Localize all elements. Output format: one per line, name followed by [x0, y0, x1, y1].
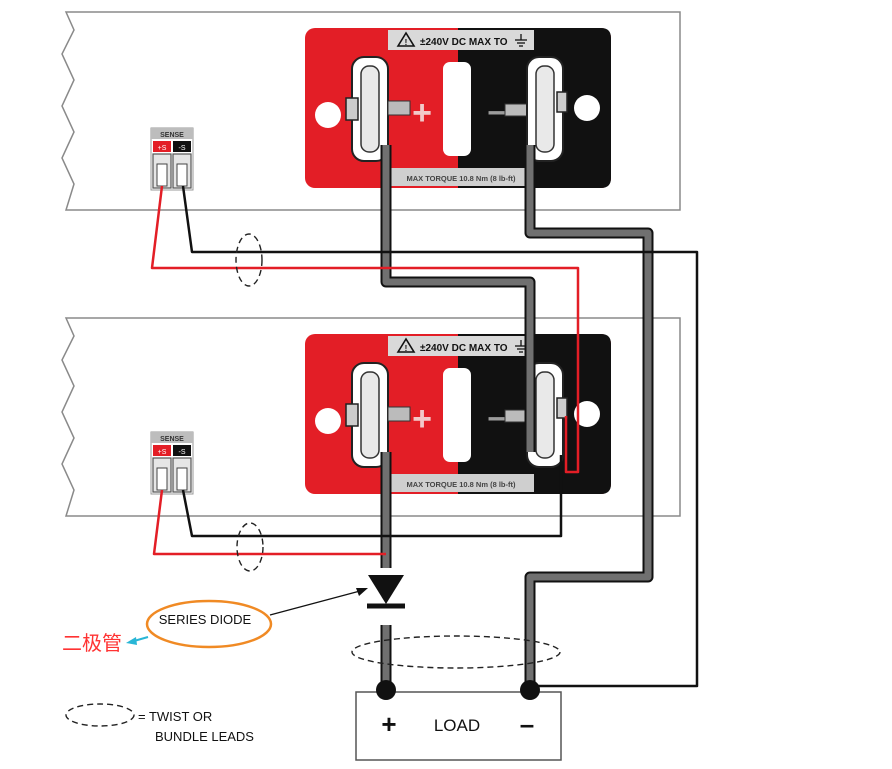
lower-sense-twist-marker: [236, 522, 264, 572]
upper-mount-hole-right: [574, 95, 600, 121]
upper-sense-connector: SENSE +S -S: [150, 127, 194, 191]
upper-center-slot: [443, 62, 471, 156]
negative-return-lead: [526, 145, 652, 690]
upper-positive-terminal: [345, 56, 411, 162]
lower-center-slot: [443, 368, 471, 462]
load-negative-terminal: [520, 680, 540, 700]
upper-torque-text: MAX TORQUE 10.8 Nm (8 lb-ft): [406, 174, 516, 183]
load-minus-sign: –: [520, 709, 534, 739]
load-plus-sign: +: [381, 709, 396, 739]
lower-mount-hole-left: [315, 408, 341, 434]
lower-positive-terminal: [345, 362, 411, 468]
diode-label-highlight: [145, 599, 273, 649]
lower-sense-minus-wire: [181, 455, 563, 538]
legend: = TWIST OR BUNDLE LEADS: [65, 703, 254, 744]
lower-torque-strip: [388, 474, 534, 492]
legend-line-1: = TWIST OR: [138, 709, 212, 724]
load-box: + LOAD –: [355, 680, 562, 761]
lower-warning-text: ±240V DC MAX TO: [420, 343, 508, 354]
diode-label: SERIES DIODE: [159, 612, 252, 627]
upper-power-supply-unit: ! ±240V DC MAX TO + –: [61, 11, 681, 211]
lower-minus-sign: –: [488, 398, 507, 436]
upper-sense-plus-wire: [150, 185, 580, 474]
lower-power-supply-unit: ! ±240V DC MAX TO + –: [61, 317, 681, 517]
legend-twist-symbol: [65, 703, 135, 727]
lower-torque-text: MAX TORQUE 10.8 Nm (8 lb-ft): [406, 480, 516, 489]
lower-sense-connector: SENSE +S -S: [150, 431, 194, 495]
upper-warning-text: ±240V DC MAX TO: [420, 37, 508, 48]
upper-sense-title: SENSE: [160, 132, 184, 139]
warning-triangle-icon: [396, 337, 416, 353]
diode-chinese-annotation: 二极管: [62, 631, 122, 655]
lower-sense-plus-wire: [152, 489, 386, 556]
upper-sense-plus-pin: +S: [158, 145, 167, 152]
warning-triangle-icon: [396, 31, 416, 47]
upper-sense-minus-pin: -S: [179, 145, 186, 152]
svg-text:!: !: [405, 38, 408, 47]
diode-callout-arrowhead: [356, 588, 368, 596]
lower-warning-strip: [388, 336, 534, 356]
upper-minus-sign: –: [488, 92, 507, 130]
twist-markers: [235, 233, 561, 669]
upper-positive-lead: [382, 145, 534, 452]
upper-warning-strip: [388, 30, 534, 50]
legend-line-2: BUNDLE LEADS: [155, 729, 254, 744]
upper-sense-minus-wire: [181, 185, 699, 688]
lower-negative-terminal: [504, 362, 568, 468]
lower-sense-title: SENSE: [160, 436, 184, 443]
upper-plus-sign: +: [412, 94, 432, 132]
lower-sense-minus-pin: -S: [179, 449, 186, 456]
upper-mount-hole-left: [315, 102, 341, 128]
sense-wires: [150, 185, 699, 688]
load-positive-terminal: [376, 680, 396, 700]
ground-icon: [515, 34, 527, 47]
annotation-pointer-arrowhead: [126, 637, 137, 645]
diode-callout-arrow: [269, 590, 361, 616]
upper-output-terminal-panel: ! ±240V DC MAX TO + –: [305, 28, 611, 188]
load-leads-twist-marker: [351, 635, 561, 669]
series-diode-symbol: [367, 575, 405, 609]
upper-negative-terminal: [504, 56, 568, 162]
load-label: LOAD: [434, 716, 480, 735]
upper-torque-strip: [388, 168, 534, 186]
svg-text:!: !: [405, 344, 408, 353]
lower-sense-plus-pin: +S: [158, 449, 167, 456]
lower-mount-hole-right: [574, 401, 600, 427]
upper-sense-twist-marker: [235, 233, 263, 287]
lower-plus-sign: +: [412, 400, 432, 438]
load-leads: [380, 145, 654, 692]
